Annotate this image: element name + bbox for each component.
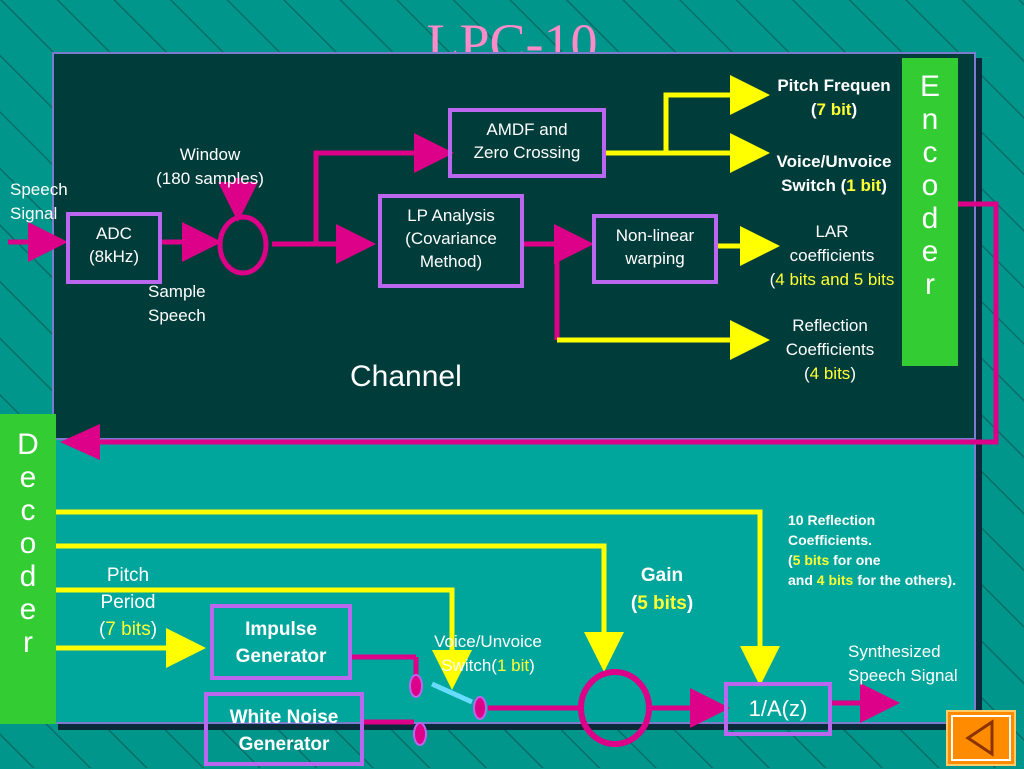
- switch-lever: [430, 681, 474, 705]
- gain-multiplier: [578, 669, 652, 747]
- gain-label: Gain(5 bits): [630, 565, 694, 614]
- back-arrow-icon: [951, 715, 1011, 761]
- decoder-panel: [52, 438, 976, 724]
- adc-box: ADC(8kHz): [66, 212, 162, 284]
- window-label: Window(180 samples): [156, 145, 264, 188]
- window-multiplier: [217, 214, 269, 276]
- channel-arrowhead: [60, 424, 100, 460]
- synthesis-filter-box: 1/A(z): [724, 682, 832, 736]
- back-nav-button[interactable]: [946, 710, 1016, 766]
- pitch-frequency-label: Pitch Frequen(7 bit): [777, 76, 891, 119]
- channel-label: Channel: [350, 360, 462, 393]
